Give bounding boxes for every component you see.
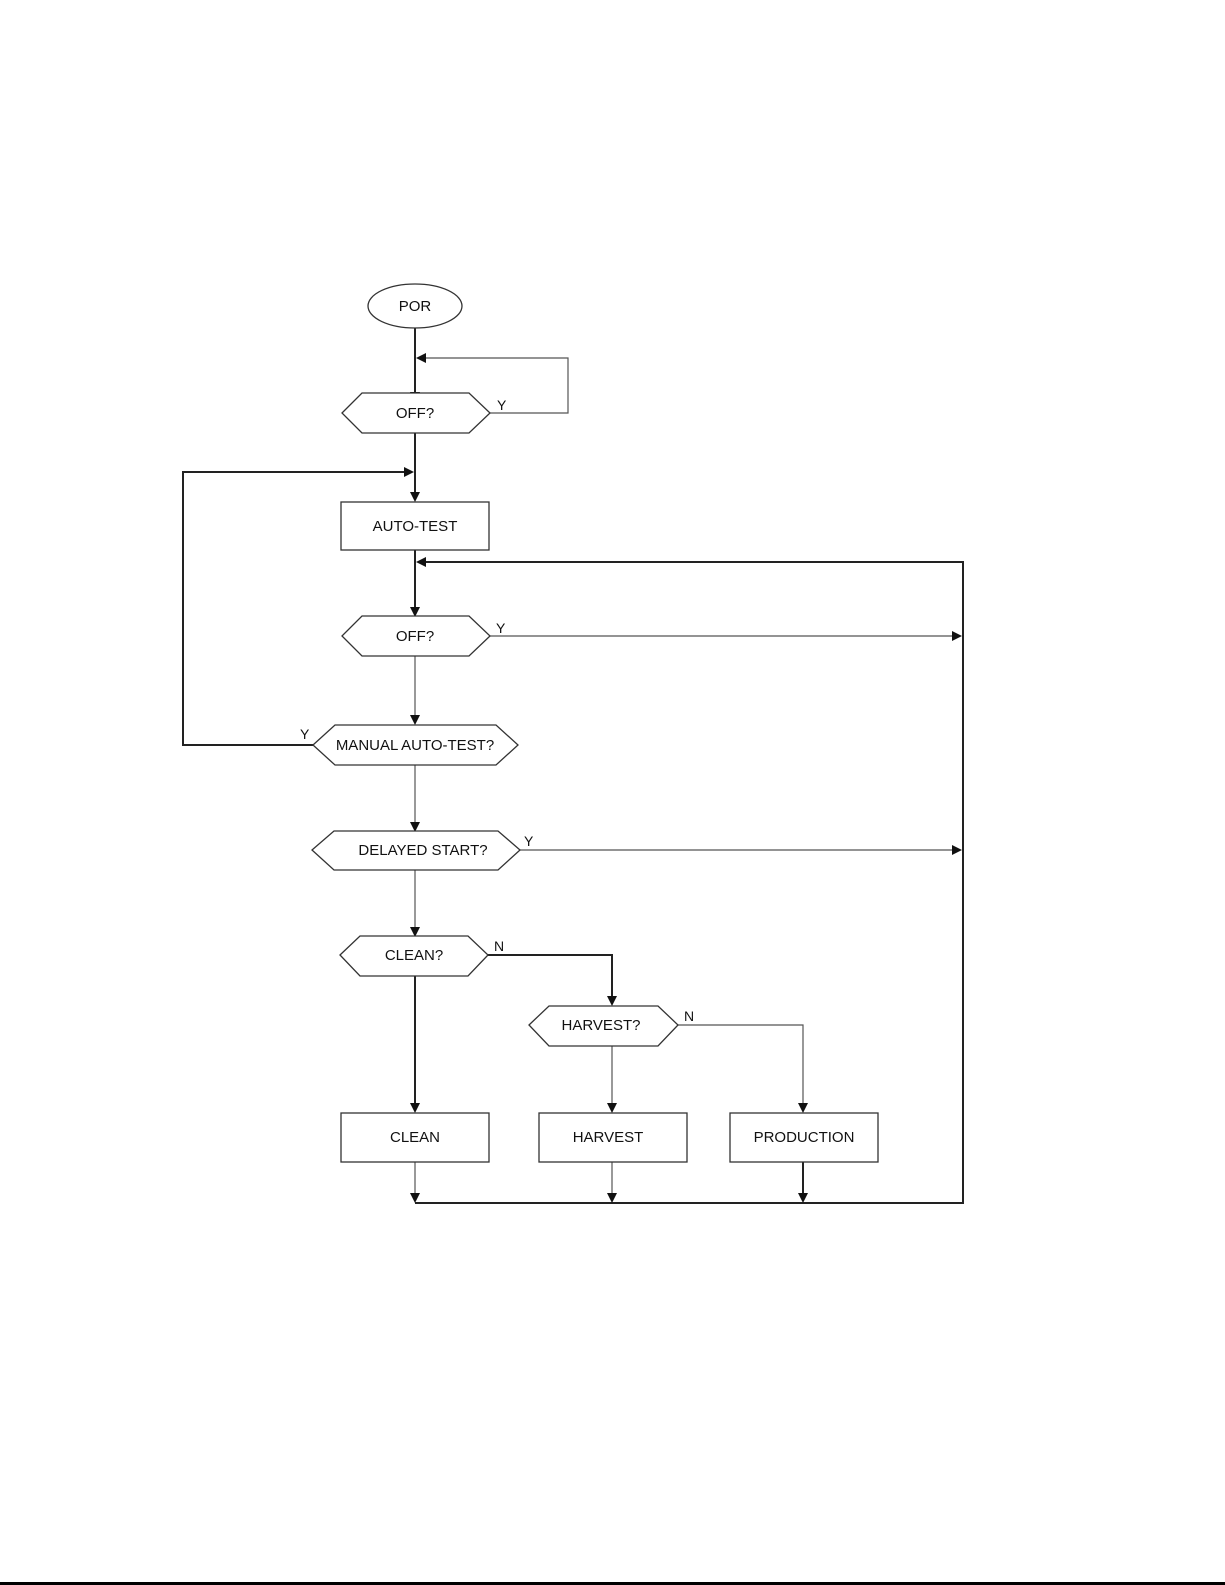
arrow-icon (410, 715, 420, 725)
edge-label-harvest-no: N (684, 1008, 694, 1024)
node-manual: MANUAL AUTO-TEST? (313, 725, 518, 765)
arrow-icon (952, 845, 962, 855)
node-clean-q: CLEAN? (340, 936, 488, 976)
arrowheads (404, 353, 962, 1203)
node-delayed: DELAYED START? (312, 831, 520, 870)
node-off2-label: OFF? (396, 628, 434, 645)
edge-labels: Y Y Y Y N N (300, 397, 694, 1024)
arrow-icon (410, 1193, 420, 1203)
node-off1: OFF? (342, 393, 490, 433)
arrow-icon (607, 996, 617, 1006)
node-harvest-q: HARVEST? (529, 1006, 678, 1046)
arrow-icon (607, 1103, 617, 1113)
edge-harvestq-no (678, 1025, 803, 1104)
node-autotest: AUTO-TEST (341, 502, 489, 550)
node-clean: CLEAN (341, 1113, 489, 1162)
arrow-icon (410, 1103, 420, 1113)
node-clean-label: CLEAN (390, 1129, 440, 1146)
node-off2: OFF? (342, 616, 490, 656)
edge-cleanq-no (488, 955, 612, 997)
connectors (183, 328, 963, 1203)
arrow-icon (798, 1103, 808, 1113)
edge-label-off1-yes: Y (497, 397, 507, 413)
edge-label-off2-yes: Y (496, 620, 506, 636)
arrow-icon (404, 467, 414, 477)
node-harvest-q-label: HARVEST? (562, 1017, 641, 1034)
node-harvest-label: HARVEST (573, 1129, 644, 1146)
arrow-icon (410, 492, 420, 502)
node-clean-q-label: CLEAN? (385, 947, 443, 964)
node-por-label: POR (399, 298, 432, 315)
edge-label-clean-no: N (494, 938, 504, 954)
node-delayed-label: DELAYED START? (358, 842, 487, 859)
node-off1-label: OFF? (396, 405, 434, 422)
arrow-icon (798, 1193, 808, 1203)
node-production-label: PRODUCTION (754, 1129, 855, 1146)
edge-label-manual-yes: Y (300, 726, 310, 742)
node-autotest-label: AUTO-TEST (373, 518, 458, 535)
node-manual-label: MANUAL AUTO-TEST? (336, 737, 494, 754)
arrow-icon (416, 557, 426, 567)
edge-label-delayed-yes: Y (524, 833, 534, 849)
arrow-icon (416, 353, 426, 363)
node-por: POR (368, 284, 462, 328)
edge-right-bus (415, 562, 963, 1203)
arrow-icon (952, 631, 962, 641)
node-harvest: HARVEST (539, 1113, 687, 1162)
node-production: PRODUCTION (730, 1113, 878, 1162)
arrow-icon (607, 1193, 617, 1203)
